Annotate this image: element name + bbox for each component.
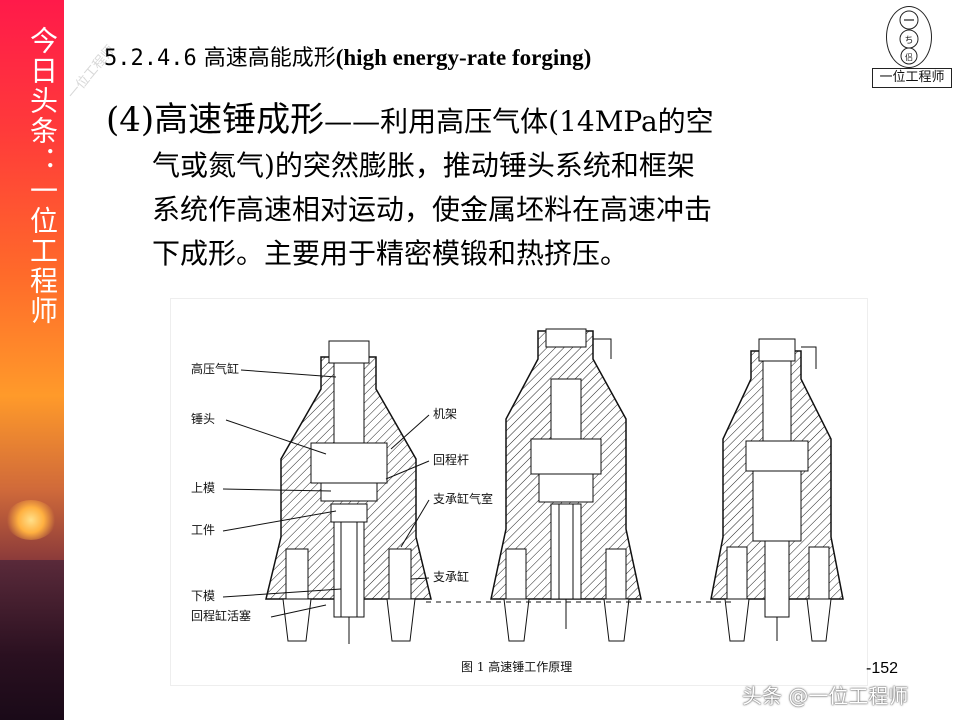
paragraph-line-2: 气或氮气)的突然膨胀，推动锤头系统和框架: [152, 149, 695, 182]
hammer-diagram: 高压气缸 锤头 上模 工件 下模 回程缸活塞 机架 回程杆 支承缸气室 支承缸 …: [170, 298, 868, 686]
label-upper-die: 上模: [191, 481, 215, 495]
sunset-sea: [0, 560, 64, 720]
label-high-pressure-cylinder: 高压气缸: [191, 361, 239, 376]
hammer-2: [490, 328, 642, 642]
footer-watermark: 头条 @一位工程师: [742, 684, 909, 708]
label-return-piston: 回程缸活塞: [191, 608, 251, 623]
label-frame: 机架: [433, 407, 457, 421]
section-title-en: (high energy-rate forging): [335, 45, 592, 70]
paragraph-title: (4)高速锤成形: [106, 100, 325, 140]
hammer-1: [265, 340, 432, 644]
svg-text:侣: 侣: [905, 53, 913, 62]
label-lower-die: 下模: [191, 589, 215, 603]
hammer-3: [710, 338, 844, 642]
label-support-cylinder: 支承缸: [433, 569, 469, 584]
paragraph-line1-text: 利用高压气体(14MPa的空: [380, 105, 714, 138]
logo: ち 侣 一位工程师: [868, 6, 954, 88]
logo-seal: ち 侣: [886, 6, 932, 68]
logo-label: 一位工程师: [872, 68, 952, 88]
sunset-sun: [6, 500, 56, 540]
label-workpiece: 工件: [191, 523, 215, 537]
paragraph-line-3: 系统作高速相对运动，使金属坯料在高速冲击: [152, 193, 713, 226]
paragraph-line-1: (4)高速锤成形——利用高压气体(14MPa的空: [106, 98, 906, 144]
paragraph-dash: ——: [324, 105, 381, 138]
section-title-zh: 高速高能成形: [203, 46, 336, 71]
sidebar-banner: 今日头条：一位工程师: [0, 0, 64, 720]
label-support-chamber: 支承缸气室: [433, 491, 493, 506]
body-paragraph: (4)高速锤成形——利用高压气体(14MPa的空 气或氮气)的突然膨胀，推动锤头…: [106, 98, 906, 276]
section-number: 5.2.4.6: [104, 46, 197, 71]
svg-text:ち: ち: [904, 35, 913, 46]
sidebar-text: 今日头条：一位工程师: [26, 26, 59, 326]
paragraph-line-4: 下成形。主要用于精密模锻和热挤压。: [152, 237, 629, 270]
label-return-rod: 回程杆: [433, 452, 469, 467]
label-hammer-head: 锤头: [191, 411, 215, 426]
section-heading: 5.2.4.6 高速高能成形(high energy-rate forging): [104, 40, 591, 72]
page-number: -152: [866, 660, 899, 677]
figure-caption: 图 1 高速锤工作原理: [461, 659, 572, 674]
